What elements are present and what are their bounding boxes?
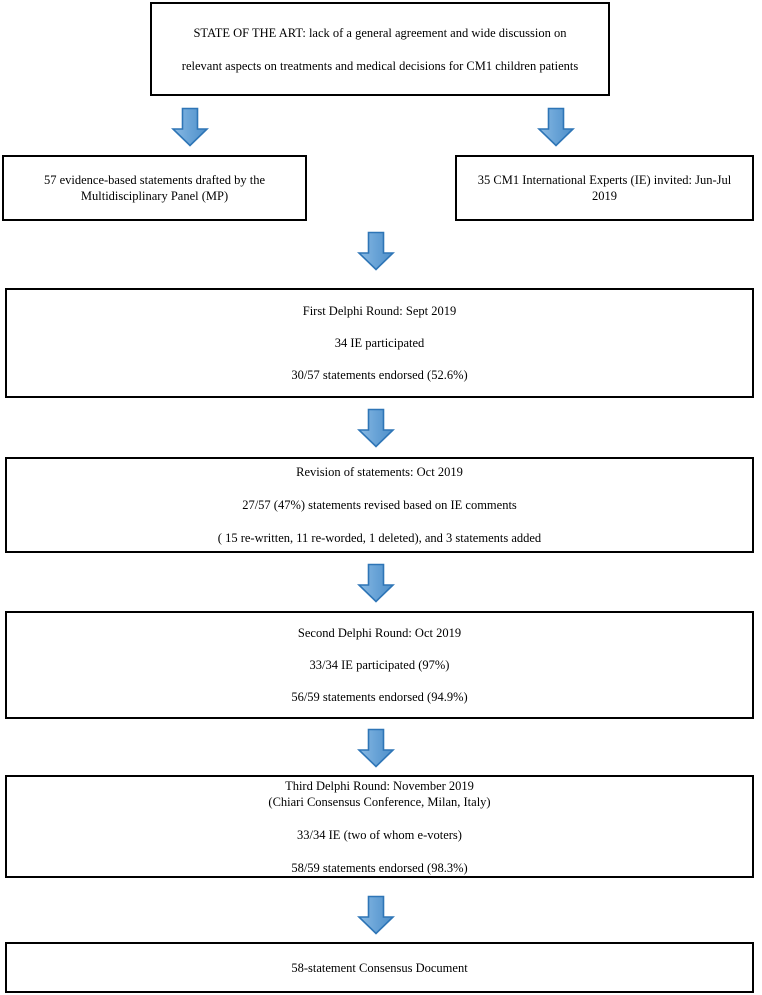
down-arrow-icon <box>537 107 575 147</box>
node-round2-line-1: Second Delphi Round: Oct 2019 <box>297 625 462 640</box>
down-arrow-icon <box>357 408 395 448</box>
node-state-of-the-art-line-1: STATE OF THE ART: lack of a general agre… <box>193 25 567 40</box>
node-round3-line-1: Third Delphi Round: November 2019 <box>285 778 474 793</box>
node-round2-line-3: 56/59 statements endorsed (94.9%) <box>291 689 468 704</box>
node-third-delphi-round: Third Delphi Round: November 2019 (Chiar… <box>5 775 754 878</box>
node-round1-line-1: First Delphi Round: Sept 2019 <box>302 303 457 318</box>
node-statements-line-2: Multidisciplinary Panel (MP) <box>80 189 229 203</box>
node-revision-of-statements: Revision of statements: Oct 2019 27/57 (… <box>5 457 754 553</box>
node-experts-invited: 35 CM1 International Experts (IE) invite… <box>455 155 754 221</box>
down-arrow-icon <box>357 728 395 768</box>
node-state-of-the-art: STATE OF THE ART: lack of a general agre… <box>150 2 610 96</box>
node-round2-line-2: 33/34 IE participated (97%) <box>309 657 450 672</box>
down-arrow-icon <box>357 895 395 935</box>
node-revision-line-1: Revision of statements: Oct 2019 <box>296 465 463 479</box>
node-round3-line-4: 58/59 statements endorsed (98.3%) <box>291 860 468 875</box>
node-round3-line-2: (Chiari Consensus Conference, Milan, Ita… <box>268 794 491 809</box>
node-round1-line-2: 34 IE participated <box>334 335 425 350</box>
node-statements-line-1: 57 evidence-based statements drafted by … <box>43 173 266 187</box>
node-consensus-document: 58-statement Consensus Document <box>5 942 754 993</box>
node-first-delphi-round: First Delphi Round: Sept 2019 34 IE part… <box>5 288 754 398</box>
node-revision-line-2: 27/57 (47%) statements revised based on … <box>242 498 517 512</box>
node-state-of-the-art-line-2: relevant aspects on treatments and medic… <box>181 58 579 73</box>
down-arrow-icon <box>171 107 209 147</box>
node-consensus-line-1: 58-statement Consensus Document <box>291 960 468 975</box>
down-arrow-icon <box>357 231 395 271</box>
node-round1-line-3: 30/57 statements endorsed (52.6%) <box>291 367 468 382</box>
down-arrow-icon <box>357 563 395 603</box>
node-revision-line-3: ( 15 re-written, 11 re-worded, 1 deleted… <box>217 531 542 545</box>
node-second-delphi-round: Second Delphi Round: Oct 2019 33/34 IE p… <box>5 611 754 719</box>
node-statements-drafted: 57 evidence-based statements drafted by … <box>2 155 307 221</box>
node-experts-line-2: 2019 <box>592 189 617 203</box>
node-experts-line-1: 35 CM1 International Experts (IE) invite… <box>477 173 732 187</box>
node-round3-line-3: 33/34 IE (two of whom e-voters) <box>297 827 462 842</box>
